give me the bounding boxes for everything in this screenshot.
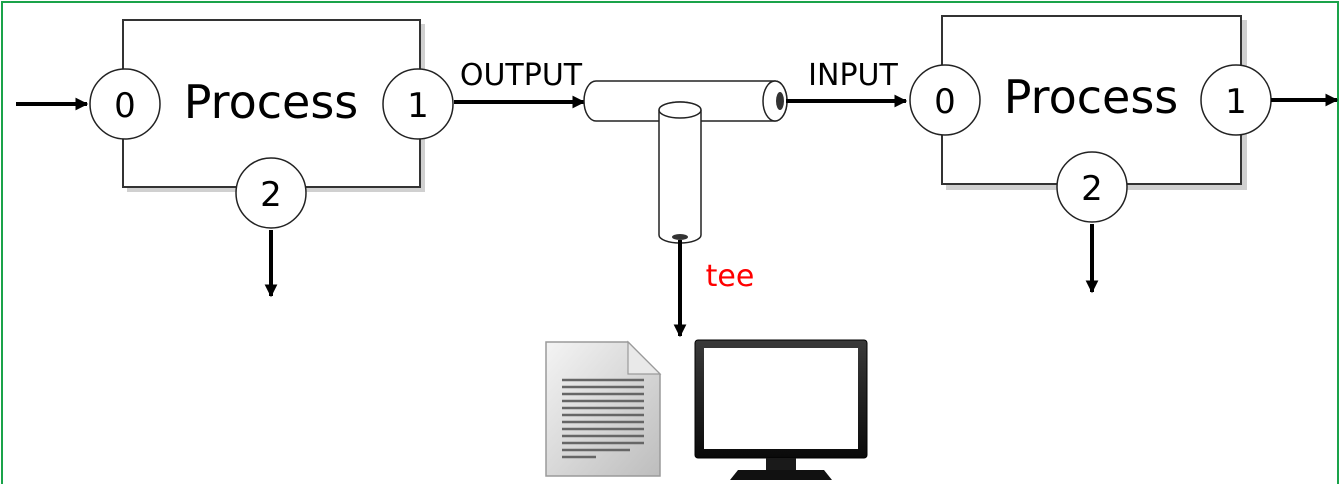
process-left: Process 0 1 2 (89, 19, 454, 229)
process-left-label: Process (184, 75, 359, 129)
tee-pipe (583, 80, 788, 244)
process-left-port-1-label: 1 (407, 86, 429, 126)
process-right-port-2 (1056, 151, 1128, 223)
monitor-icon (694, 339, 868, 480)
tee-label: tee (706, 259, 755, 294)
tee-pipe-end-hole (776, 92, 784, 110)
process-left-port-2-label: 2 (260, 175, 282, 215)
process-right-port-2-label: 2 (1081, 169, 1103, 209)
process-right-port-1-label: 1 (1225, 82, 1247, 122)
process-left-port-2 (235, 157, 307, 229)
process-left-port-1 (382, 68, 454, 140)
process-left-port-0-label: 0 (114, 86, 136, 126)
tee-pipe-bottom-hole (672, 234, 688, 240)
process-left-port-0 (89, 68, 161, 140)
input-label: INPUT (808, 58, 898, 93)
process-right: Process 0 1 2 (909, 15, 1272, 223)
output-label: OUTPUT (460, 58, 583, 93)
process-right-port-0 (909, 64, 981, 136)
process-right-port-0-label: 0 (934, 82, 956, 122)
tee-pipe-vertical (658, 101, 702, 244)
document-icon (545, 340, 662, 477)
process-right-label: Process (1004, 70, 1179, 124)
tee-pipe-top (658, 101, 702, 119)
